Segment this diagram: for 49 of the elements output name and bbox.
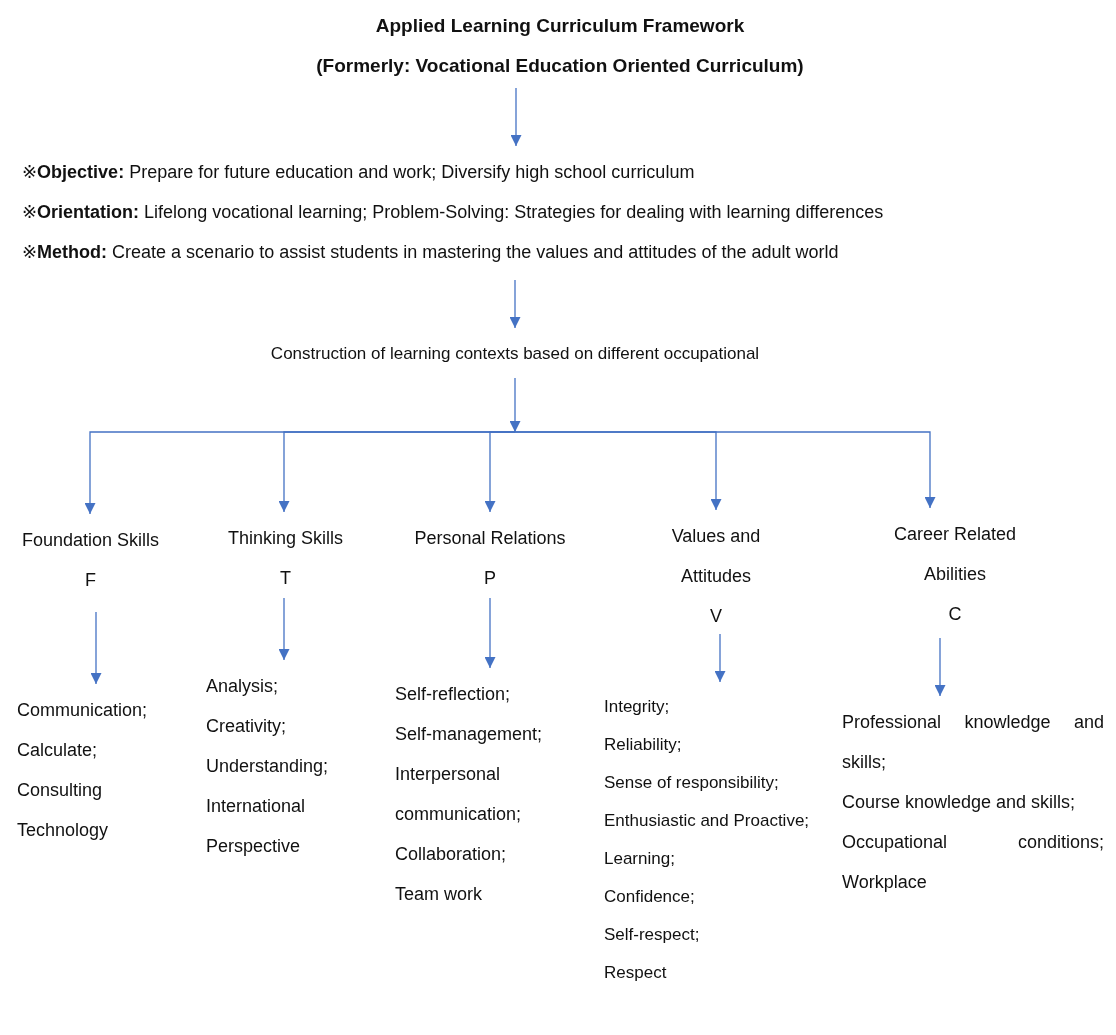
arrow [510, 87, 522, 147]
category-heading: Foundation Skills [20, 529, 161, 552]
arrow [514, 431, 936, 509]
list-item: Analysis; [206, 675, 280, 698]
category-letter: P [483, 567, 497, 590]
category-letter: C [947, 603, 963, 626]
list-item: Understanding; [206, 755, 330, 778]
arrow [509, 377, 521, 433]
list-item: Enthusiastic and Proactive; [604, 810, 811, 832]
category-heading: Career Related Abilities [892, 523, 1018, 586]
objective-text: ※Objective: Prepare for future education and work; Diversify high school curriculum [22, 161, 696, 184]
list-item: Integrity; [604, 696, 671, 718]
arrow [484, 597, 496, 669]
list-item: Creativity; [206, 715, 287, 738]
arrow [934, 637, 946, 697]
list-item: Sense of responsibility; [604, 772, 780, 794]
category-heading: Personal Relations [413, 527, 567, 550]
context-text: Construction of learning contexts based on different occupational [269, 343, 761, 365]
arrow [714, 633, 726, 683]
category-heading: Values and Attitudes [670, 525, 762, 588]
list-item: Self-respect; [604, 924, 701, 946]
arrow [90, 611, 102, 685]
method-text: ※Method: Create a scenario to assist students in mastering the values and attitudes of the adult world [22, 241, 840, 264]
list-item: Communication; [17, 699, 149, 722]
list-item: Learning; [604, 848, 676, 870]
category-letter: T [279, 567, 292, 590]
arrow [278, 597, 290, 661]
list-item: International Perspective [206, 795, 307, 858]
arrow [509, 279, 521, 329]
list-item: Self-reflection; [395, 683, 512, 706]
list-item: Reliability; [604, 734, 683, 756]
list-item: Calculate; [17, 739, 99, 762]
subtitle: (Formerly: Vocational Education Oriented Curriculum) [315, 54, 805, 78]
list-item: Consulting Technology [17, 779, 110, 842]
list-item: Confidence; [604, 886, 696, 908]
category-letter: F [84, 569, 97, 592]
category-letter: V [709, 605, 723, 628]
list-item: Team work [395, 883, 484, 906]
list-item: Occupational conditions; Workplace [842, 831, 1104, 894]
category-heading: Thinking Skills [226, 527, 344, 550]
arrow [484, 431, 516, 513]
orientation-text: ※Orientation: Lifelong vocational learning; Problem-Solving: Strategies for dealing with learning differences [22, 201, 885, 224]
title: Applied Learning Curriculum Framework [374, 14, 746, 38]
list-item: Course knowledge and skills; [842, 791, 1077, 814]
list-item: Professional knowledge and skills; [842, 711, 1104, 774]
list-item: Interpersonal communication; [395, 763, 523, 826]
list-item: Collaboration; [395, 843, 508, 866]
list-item: Self-management; [395, 723, 544, 746]
list-item: Respect [604, 962, 668, 984]
